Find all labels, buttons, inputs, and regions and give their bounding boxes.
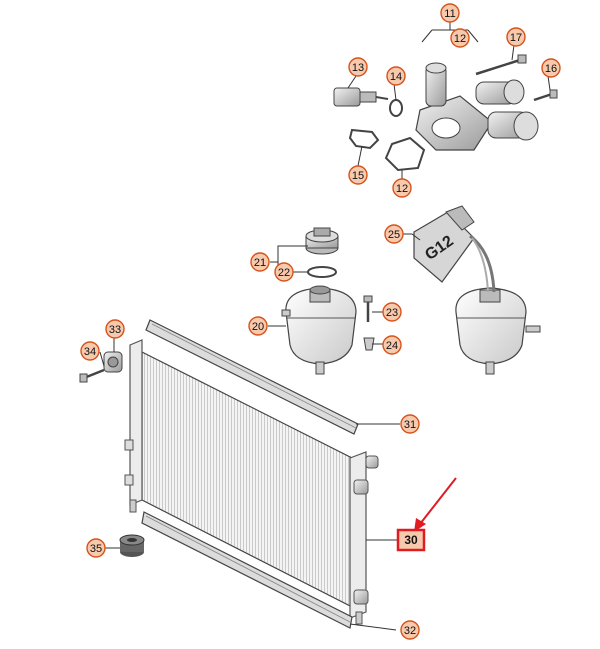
- callout-35: 35: [86, 538, 106, 558]
- callout-number: 12: [396, 183, 408, 195]
- highlight-box: [396, 528, 426, 552]
- callout-number: 21: [254, 257, 266, 269]
- callout-number: 13: [352, 62, 364, 74]
- tank-screw: [363, 295, 373, 322]
- callout-circle: [86, 538, 106, 558]
- callout-25: 25: [384, 224, 404, 244]
- highlight-arrow: [414, 477, 457, 532]
- callout-circle: [248, 316, 268, 336]
- seal-strip-top: [145, 319, 359, 435]
- callout-number: 20: [252, 321, 264, 333]
- callout-23: 23: [382, 302, 402, 322]
- callout-11: 11: [440, 3, 460, 23]
- callout-21: 21: [250, 252, 270, 272]
- callout-number: 34: [84, 346, 96, 358]
- flange-bolt-long: [475, 54, 527, 76]
- callout-circle: [348, 57, 368, 77]
- callout-number: 16: [545, 63, 557, 75]
- callout-31: 31: [400, 414, 420, 434]
- callout-14: 14: [386, 66, 406, 86]
- rubber-mount: [119, 534, 145, 557]
- flange-gasket: [384, 136, 426, 172]
- callout-number: 31: [404, 419, 416, 431]
- callout-number: 23: [386, 307, 398, 319]
- callout-20: 20: [248, 316, 268, 336]
- callout-16: 16: [541, 58, 561, 78]
- callout-circle: [392, 178, 412, 198]
- callout-circle: [382, 335, 402, 355]
- callout-number: 15: [352, 170, 364, 182]
- callout-number: 30: [404, 533, 418, 547]
- callout-circle: [386, 66, 406, 86]
- callout-number: 25: [388, 229, 400, 241]
- callout-number: 12: [454, 33, 466, 45]
- bracket-screw: [79, 368, 105, 383]
- callout-32: 32: [400, 620, 420, 640]
- coolant-flange: [415, 62, 539, 151]
- callout-circle: [400, 414, 420, 434]
- retaining-clip: [348, 128, 380, 150]
- callout-number: 35: [90, 543, 102, 555]
- callout-22: 22: [274, 262, 294, 282]
- callout-circle: [400, 620, 420, 640]
- tank-clip: [363, 337, 375, 351]
- callout-circle: [274, 262, 294, 282]
- callout-circle: [105, 319, 125, 339]
- callout-number: 32: [404, 625, 416, 637]
- radiator: [124, 339, 379, 625]
- callout-13: 13: [348, 57, 368, 77]
- temperature-sensor: [333, 87, 389, 107]
- seal-strip-bottom: [141, 511, 353, 629]
- callout-15: 15: [348, 165, 368, 185]
- callout-number: 14: [390, 71, 402, 83]
- callout-number: 17: [510, 32, 522, 44]
- callout-circle: [80, 341, 100, 361]
- flange-bolt-short: [533, 89, 558, 102]
- callout-number: 33: [109, 324, 121, 336]
- callout-24: 24: [382, 335, 402, 355]
- callout-circle: [506, 27, 526, 47]
- sensor-seal: [389, 99, 403, 117]
- callout-number: 22: [278, 267, 290, 279]
- callout-number: 24: [386, 340, 398, 352]
- coolant-bottle: G12: [413, 205, 496, 293]
- callout-circle: [384, 224, 404, 244]
- callout-circle: [541, 58, 561, 78]
- callout-12: 12: [450, 28, 470, 48]
- callout-34: 34: [80, 341, 100, 361]
- reservoir-cap: [305, 227, 339, 255]
- callout-number: 11: [444, 8, 455, 20]
- callout-circle: [450, 28, 470, 48]
- callout-circle: [348, 165, 368, 185]
- callout-30: 30: [396, 528, 426, 552]
- callout-33: 33: [105, 319, 125, 339]
- mounting-bracket: [103, 351, 123, 373]
- expansion-tank-left: [281, 285, 357, 375]
- callout-circle: [382, 302, 402, 322]
- expansion-tank-right: [455, 287, 541, 375]
- o-ring: [307, 266, 337, 278]
- callout-circle: [250, 252, 270, 272]
- callout-17: 17: [506, 27, 526, 47]
- callout-circle: [440, 3, 460, 23]
- part-callouts: 11 12 17 13 14 16 15 12 25 21 22 23 20 24 33 34 31 30 35 32: [80, 3, 561, 640]
- callout-12: 12: [392, 178, 412, 198]
